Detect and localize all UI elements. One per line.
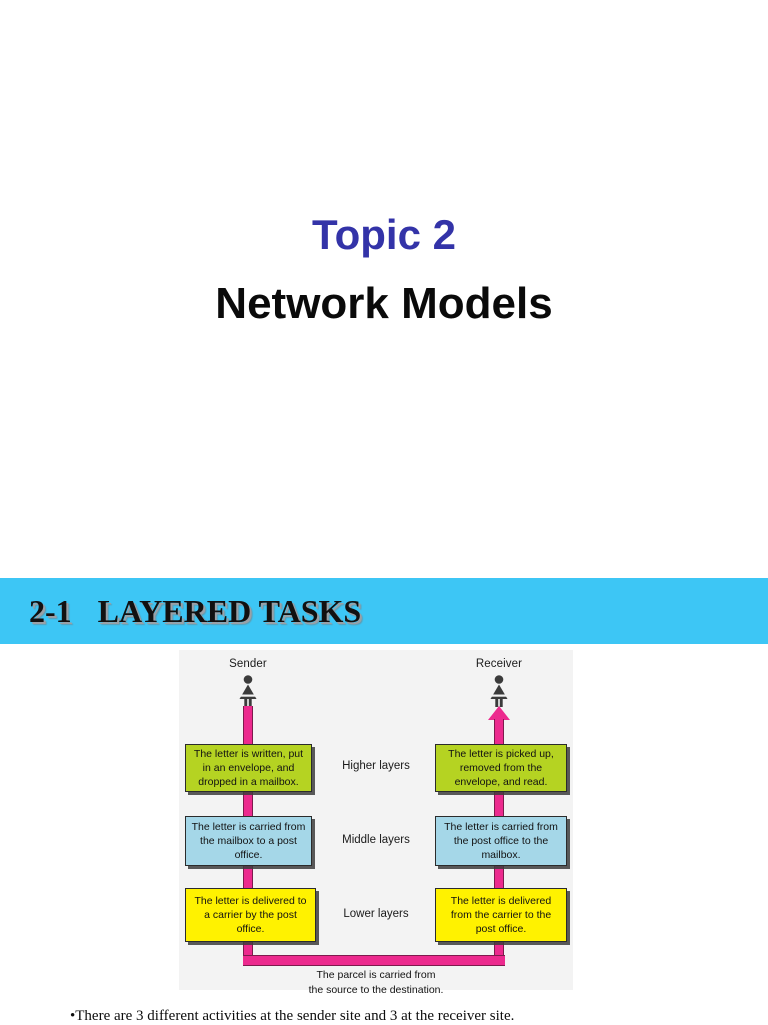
bullet-note-1: •There are 3 different activities at the… xyxy=(70,1008,515,1024)
person-female-icon-sender xyxy=(239,675,257,707)
parcel-caption-line1: The parcel is carried from xyxy=(316,969,436,981)
section-banner-text: 2-1 LAYERED TASKS xyxy=(0,593,361,630)
section-number: 2-1 xyxy=(29,592,72,629)
parcel-caption-line2: the source to the destination. xyxy=(308,983,444,996)
sender-box-higher-text: The letter is written, put in an envelop… xyxy=(193,747,304,789)
connector-receiver-mid1 xyxy=(494,792,504,816)
parcel-caption: The parcel is carried from the source to… xyxy=(179,968,573,997)
page-title: Network Models xyxy=(215,279,553,329)
receiver-box-lower: The letter is delivered from the carrier… xyxy=(435,888,567,942)
sender-endpoint: Sender xyxy=(203,658,293,708)
connector-sender-bottom xyxy=(243,942,253,962)
section-banner: 2-1 LAYERED TASKS xyxy=(0,578,768,644)
section-heading: LAYERED TASKS xyxy=(97,592,362,629)
layer-name-middle: Middle layers xyxy=(342,834,410,846)
connector-receiver-mid2 xyxy=(494,866,504,888)
layer-name-lower: Lower layers xyxy=(343,908,409,920)
receiver-endpoint: Receiver xyxy=(454,658,544,708)
receiver-label: Receiver xyxy=(475,658,523,670)
connector-sender-mid1 xyxy=(243,792,253,816)
sender-label: Sender xyxy=(229,658,267,670)
connector-sender-mid2 xyxy=(243,866,253,888)
connector-sender-top xyxy=(243,706,253,744)
sender-box-middle: The letter is carried from the mailbox t… xyxy=(185,816,312,866)
layered-tasks-diagram: Sender Receiver The letter is written, p xyxy=(179,650,573,996)
connector-receiver-top xyxy=(494,719,504,744)
title-block: Topic 2 Network Models xyxy=(0,211,768,329)
receiver-box-middle-text: The letter is carried from the post offi… xyxy=(444,820,558,862)
sender-box-middle-text: The letter is carried from the mailbox t… xyxy=(191,820,306,862)
person-female-icon-receiver xyxy=(490,675,508,707)
sender-box-lower-text: The letter is delivered to a carrier by … xyxy=(194,894,307,936)
slide-topic: Topic 2 xyxy=(312,211,456,258)
connector-receiver-arrow-icon xyxy=(488,706,510,720)
connector-bottom-bar xyxy=(243,955,505,966)
receiver-box-middle: The letter is carried from the post offi… xyxy=(435,816,567,866)
receiver-box-lower-text: The letter is delivered from the carrier… xyxy=(450,894,552,936)
connector-receiver-bottom xyxy=(494,942,504,962)
sender-box-lower: The letter is delivered to a carrier by … xyxy=(185,888,316,942)
receiver-box-higher: The letter is picked up, removed from th… xyxy=(435,744,567,792)
layer-name-higher: Higher layers xyxy=(342,760,410,772)
sender-box-higher: The letter is written, put in an envelop… xyxy=(185,744,312,792)
receiver-box-higher-text: The letter is picked up, removed from th… xyxy=(448,747,554,789)
